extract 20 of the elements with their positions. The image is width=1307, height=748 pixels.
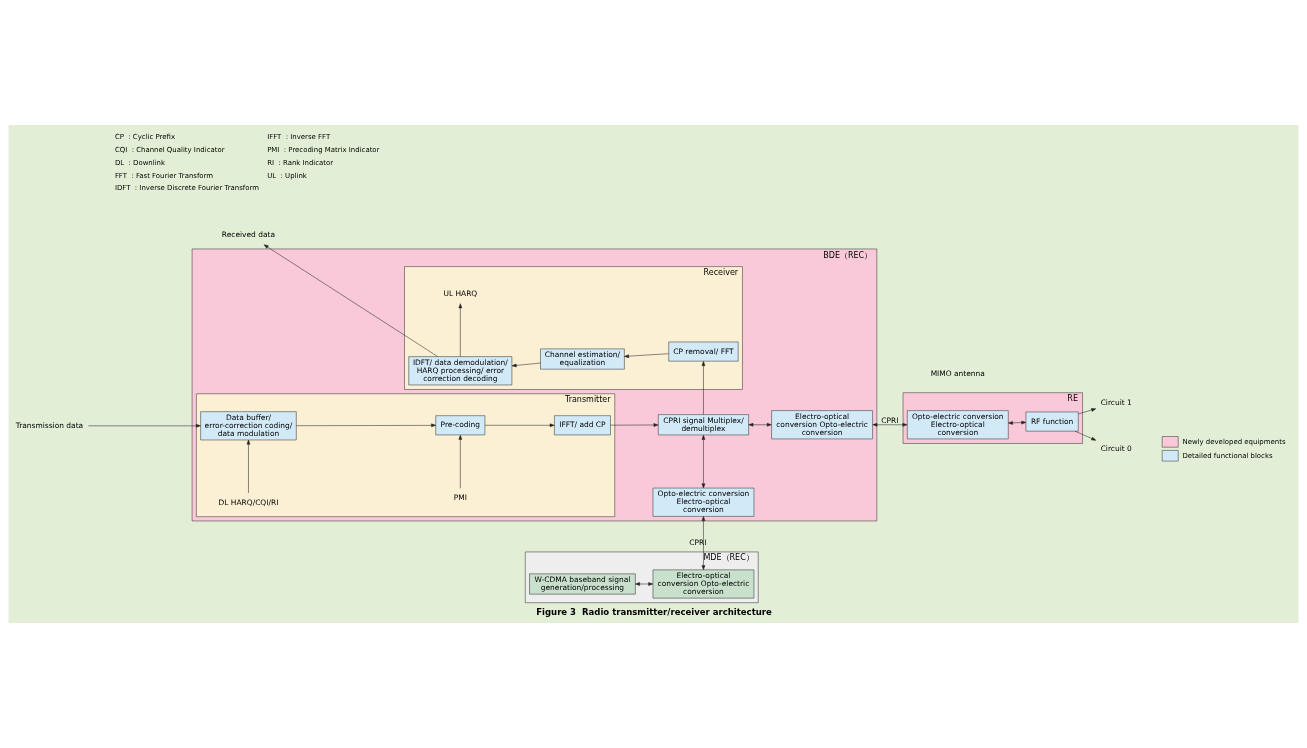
arrow xyxy=(458,434,463,489)
arrow xyxy=(624,353,669,358)
arrow xyxy=(748,423,772,427)
arrow xyxy=(610,423,659,427)
arrow xyxy=(511,362,541,368)
arrow xyxy=(1074,430,1097,441)
arrow xyxy=(296,423,436,428)
arrow xyxy=(872,423,908,427)
arrow xyxy=(88,424,201,428)
arrow xyxy=(701,434,706,489)
arrow xyxy=(263,244,438,357)
arrow xyxy=(701,516,706,570)
arrow xyxy=(635,582,654,586)
arrow xyxy=(458,303,463,357)
arrow xyxy=(1078,408,1097,415)
arrow xyxy=(1008,420,1027,425)
caption: Figure 3 Radio transmitter/receiver architecture xyxy=(536,607,772,618)
arrow xyxy=(701,361,706,415)
arrow xyxy=(484,423,555,428)
arrow xyxy=(246,439,251,494)
